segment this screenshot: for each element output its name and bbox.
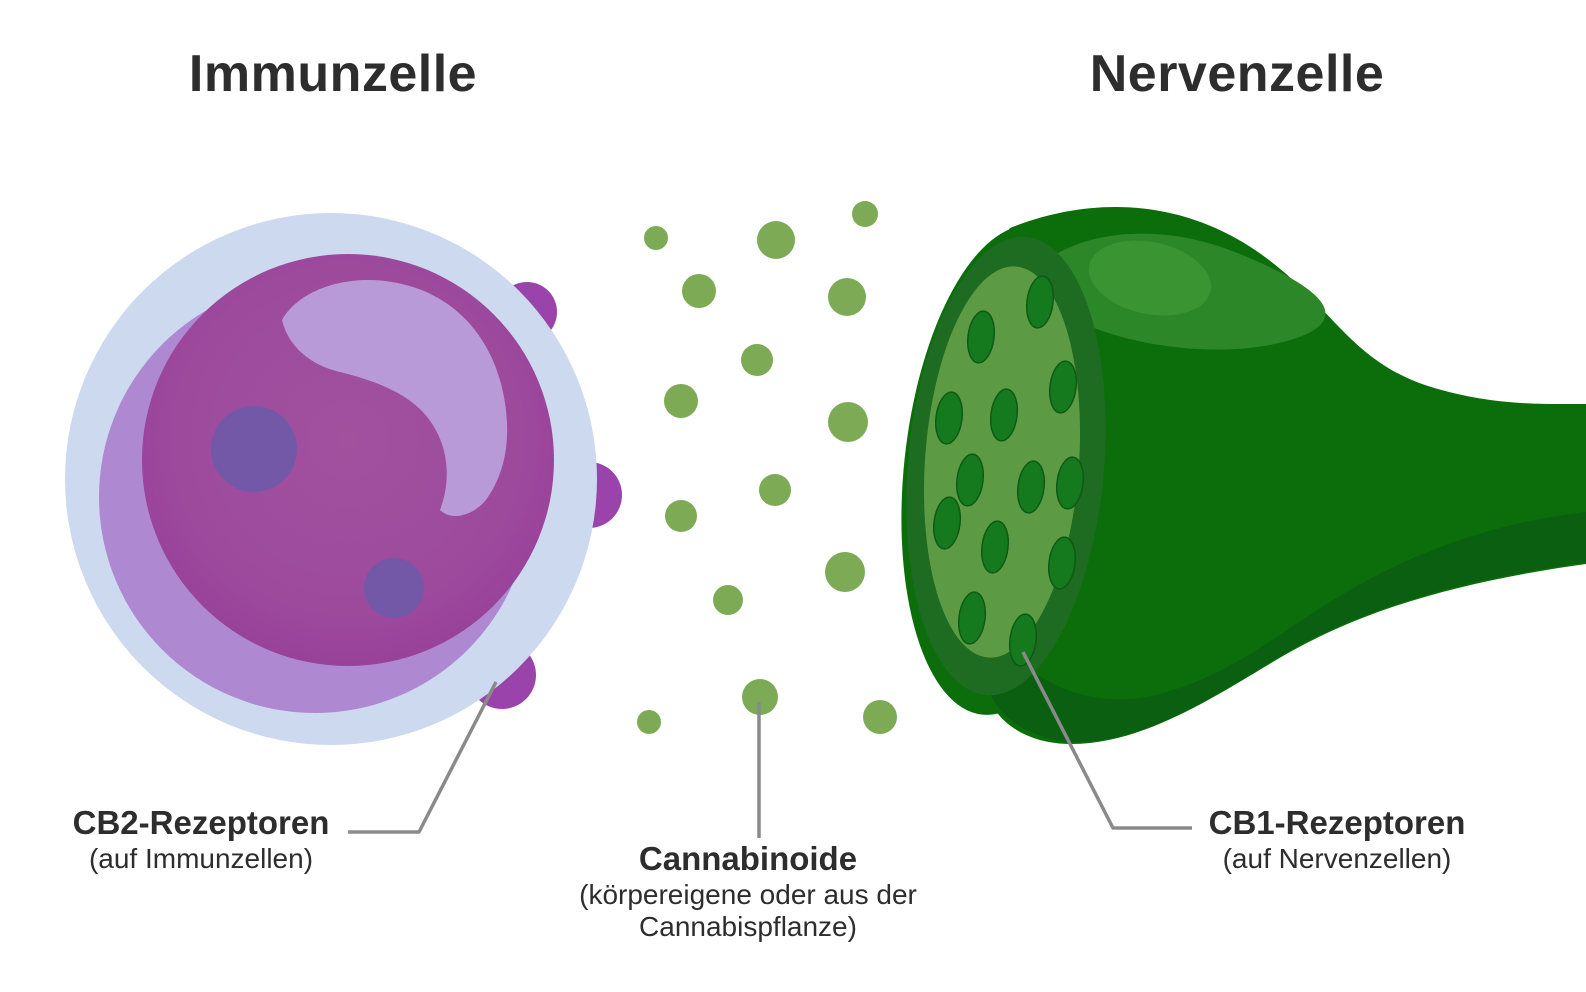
cannabinoid-dot bbox=[741, 344, 773, 376]
cannabinoid-dot bbox=[664, 384, 698, 418]
cb1-receptor-dot bbox=[1016, 460, 1046, 514]
cb2-label: CB2-Rezeptoren (auf Immunzellen) bbox=[73, 804, 330, 875]
cb1-label-title: CB1-Rezeptoren bbox=[1208, 804, 1466, 841]
cb1-receptor-dot bbox=[989, 388, 1019, 442]
cannabinoid-dot bbox=[825, 552, 865, 592]
nucleolus bbox=[364, 558, 424, 618]
cannabinoid-dot bbox=[682, 274, 716, 308]
cb1-receptor-dot bbox=[955, 453, 985, 507]
cb1-receptor-dot bbox=[1047, 536, 1077, 590]
cb1-receptor-dot bbox=[980, 520, 1010, 574]
cb2-label-title: CB2-Rezeptoren bbox=[72, 804, 330, 841]
nerve-cell bbox=[901, 207, 1586, 744]
cb1-receptor-dot bbox=[966, 310, 996, 364]
cb1-label-subtitle: (auf Nervenzellen) bbox=[1222, 842, 1452, 874]
leader-line-cb1 bbox=[1021, 651, 1192, 830]
cb2-label-subtitle: (auf Immunzellen) bbox=[88, 842, 314, 874]
cb1-receptor-dot bbox=[957, 591, 987, 645]
nerve-cell-shadow bbox=[988, 512, 1586, 742]
immune-cell bbox=[65, 213, 622, 745]
cannabinoid-dots bbox=[637, 201, 897, 734]
cannabinoid-dot bbox=[742, 679, 778, 715]
cannabinoid-dot bbox=[665, 500, 697, 532]
cb1-receptor-dot bbox=[1048, 360, 1078, 414]
cb1-receptor-dots bbox=[932, 275, 1085, 667]
cannabinoid-label-subtitle-line1: (körpereigene oder aus der bbox=[579, 878, 917, 910]
cannabinoid-dot bbox=[828, 278, 866, 316]
cannabinoid-dot bbox=[757, 221, 795, 259]
nucleolus bbox=[211, 406, 297, 492]
nerve-cell-highlight-bright bbox=[1088, 240, 1212, 316]
cb1-receptor-dot bbox=[1055, 456, 1085, 510]
immune-cell-title: Immunzelle bbox=[188, 45, 478, 103]
cannabinoid-label-title: Cannabinoide bbox=[638, 840, 858, 877]
cb1-receptor-dot bbox=[932, 496, 962, 550]
cb1-receptor-dot bbox=[934, 391, 964, 445]
cannabinoid-dot bbox=[863, 700, 897, 734]
cannabinoid-dot bbox=[759, 474, 791, 506]
cannabinoid-dot bbox=[828, 402, 868, 442]
cannabinoid-dot bbox=[852, 201, 878, 227]
cb1-label: CB1-Rezeptoren (auf Nervenzellen) bbox=[1209, 804, 1466, 875]
cannabinoid-dot bbox=[637, 710, 661, 734]
nerve-cell-body bbox=[986, 207, 1586, 744]
cb1-receptor-dot bbox=[1008, 613, 1038, 667]
cannabinoid-label: Cannabinoide (körpereigene oder aus der … bbox=[579, 840, 917, 943]
cannabinoid-dot bbox=[713, 585, 743, 615]
nucleus-highlight bbox=[282, 280, 508, 516]
nerve-cell-title: Nervenzelle bbox=[1089, 45, 1385, 103]
cb1-receptor-dot bbox=[1025, 275, 1055, 329]
cannabinoid-dot bbox=[644, 226, 668, 250]
leader-line-cb2 bbox=[348, 681, 498, 834]
cannabinoid-label-subtitle-line2: Cannabispflanze) bbox=[639, 911, 857, 943]
synaptic-face bbox=[923, 266, 1081, 658]
